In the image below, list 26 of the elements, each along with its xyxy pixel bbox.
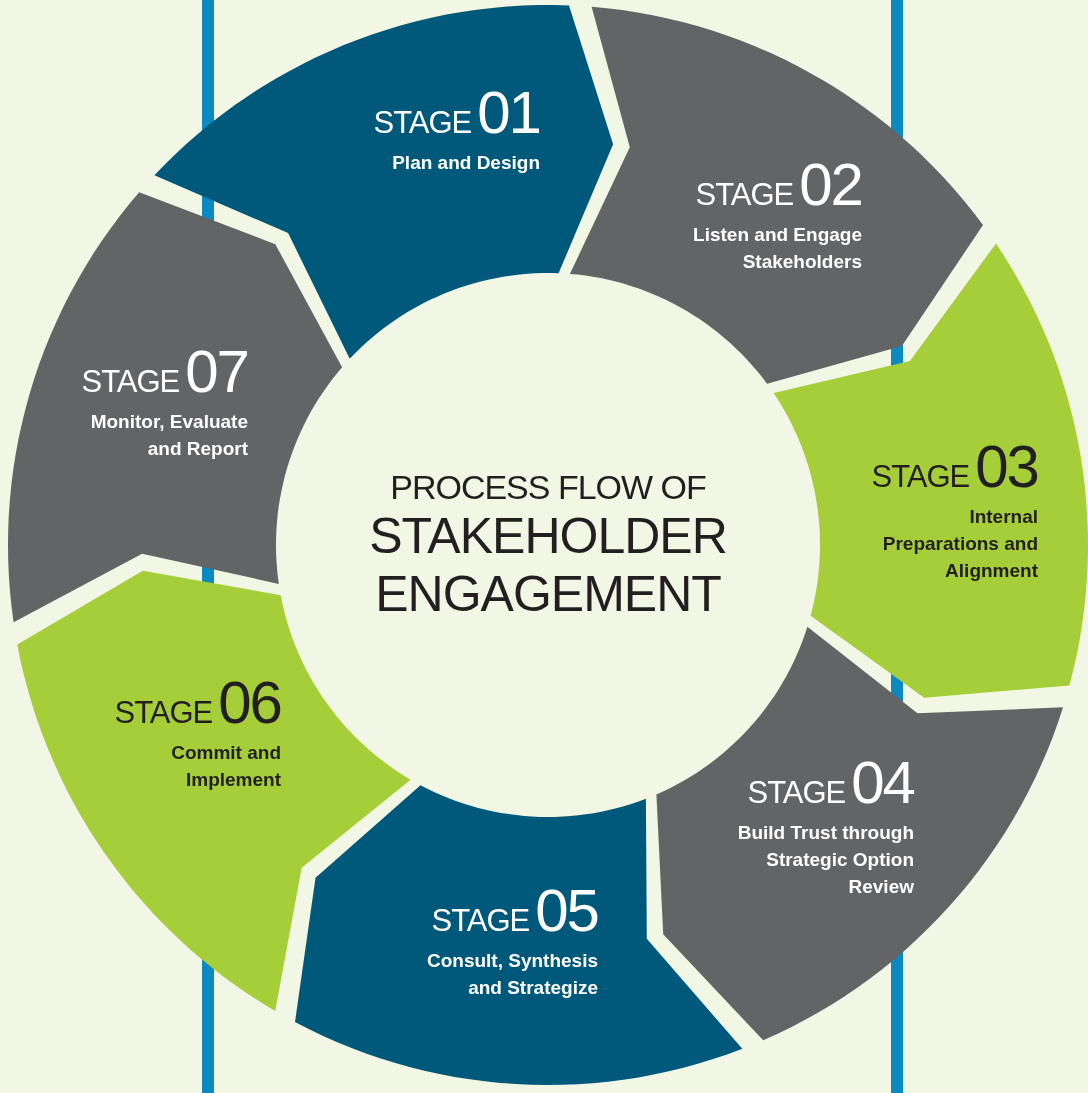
stage-description: Internal Preparations and Alignment [881,505,1038,583]
title-subtext: PROCESS FLOW OF [390,467,706,507]
stage-number: 02 [799,151,862,218]
stage-number: 06 [218,669,281,736]
stage-description: Monitor, Evaluate and Report [89,410,248,461]
stage-label: STAGE [871,459,970,494]
stage-number: 07 [185,338,248,405]
stage-number: 05 [535,877,598,944]
stage-number: 03 [975,433,1038,500]
stage-label: STAGE [747,775,846,810]
title-text: STAKEHOLDER ENGAGEMENT [368,506,728,623]
chevron-segment [656,626,1064,1041]
stage-description: Plan and Design [391,151,540,175]
chevron-segment [8,192,343,623]
chevron-segment [569,6,983,384]
stage-description: Listen and Engage Stakeholders [692,223,862,274]
stage-description: Commit and Implement [170,741,281,792]
stage-number: 01 [477,79,540,146]
stage-label: STAGE [114,695,213,730]
stage-description: Build Trust through Strategic Option Review [736,821,914,899]
stage-label: STAGE [695,177,794,212]
stage-label: STAGE [81,364,180,399]
stage-label: STAGE [431,903,530,938]
stage-description: Consult, Synthesis and Strategize [425,949,598,1000]
stage-number: 04 [851,749,914,816]
stage-label: STAGE [373,105,472,140]
